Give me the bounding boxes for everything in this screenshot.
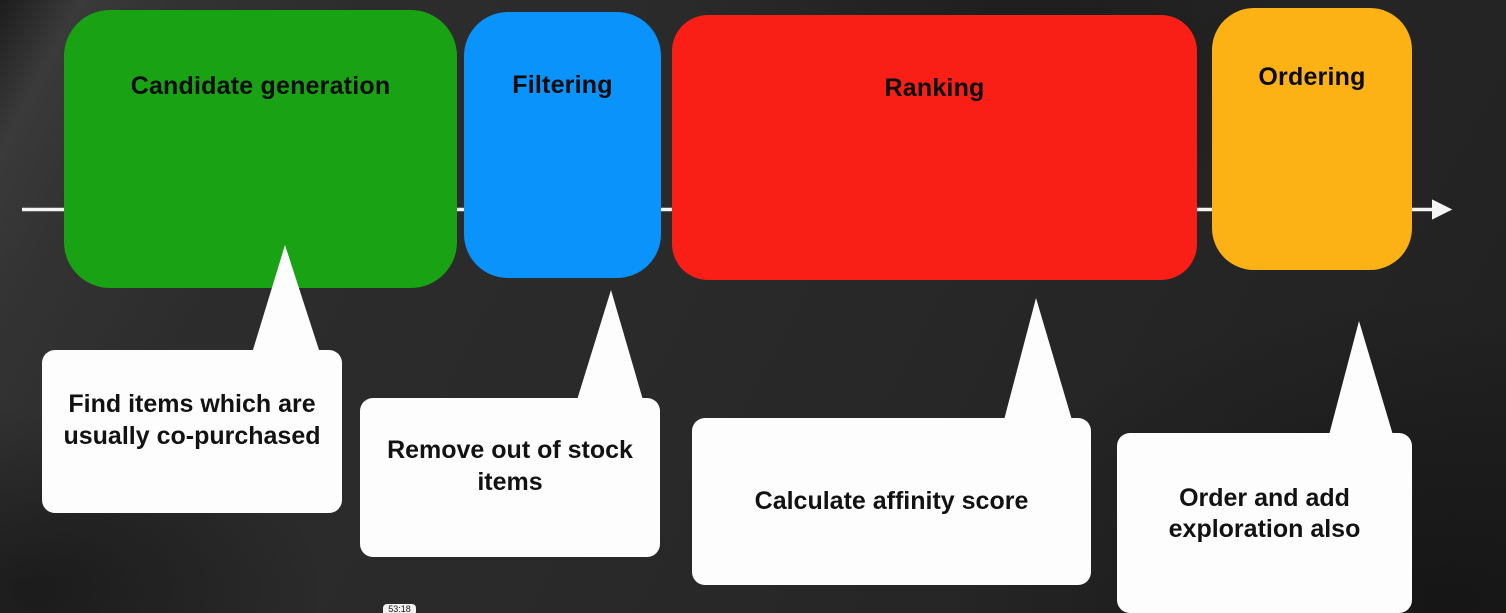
pipeline-stage-filtering[interactable]: Filtering — [464, 12, 661, 278]
pipeline-stage-label: Ordering — [1258, 62, 1366, 91]
callout-text: Remove out of stock items — [387, 436, 633, 496]
callout-filtering[interactable]: Remove out of stock items — [360, 290, 660, 557]
callout-ordering[interactable]: Order and add exploration also — [1117, 321, 1412, 613]
pipeline-stage-label: Ranking — [884, 74, 985, 102]
callout-bubble: Find items which are usually co-purchase… — [42, 350, 342, 513]
pipeline-stage-ranking[interactable]: Ranking — [672, 15, 1197, 280]
pipeline-stage-label: Candidate generation — [130, 71, 391, 100]
callout-tail-icon — [252, 245, 320, 353]
callout-ranking[interactable]: Calculate affinity score — [692, 298, 1091, 585]
callout-tail-icon — [1004, 298, 1072, 420]
pipeline-stage-ordering[interactable]: Ordering — [1212, 8, 1412, 270]
pipeline-stage-label: Filtering — [512, 70, 613, 99]
callout-bubble: Remove out of stock items — [360, 398, 660, 557]
bottom-timestamp-text: 53:18 — [388, 604, 411, 613]
callout-candidate-generation[interactable]: Find items which are usually co-purchase… — [42, 245, 342, 513]
callout-bubble: Calculate affinity score — [692, 418, 1091, 585]
callout-text: Find items which are usually co-purchase… — [63, 390, 321, 450]
bottom-timestamp-badge: 53:18 — [383, 604, 416, 613]
callout-text: Calculate affinity score — [754, 486, 1029, 515]
callout-bubble: Order and add exploration also — [1117, 433, 1412, 613]
callout-tail-icon — [577, 290, 643, 400]
callout-tail-icon — [1329, 321, 1393, 435]
callout-text: Order and add exploration also — [1168, 483, 1361, 543]
